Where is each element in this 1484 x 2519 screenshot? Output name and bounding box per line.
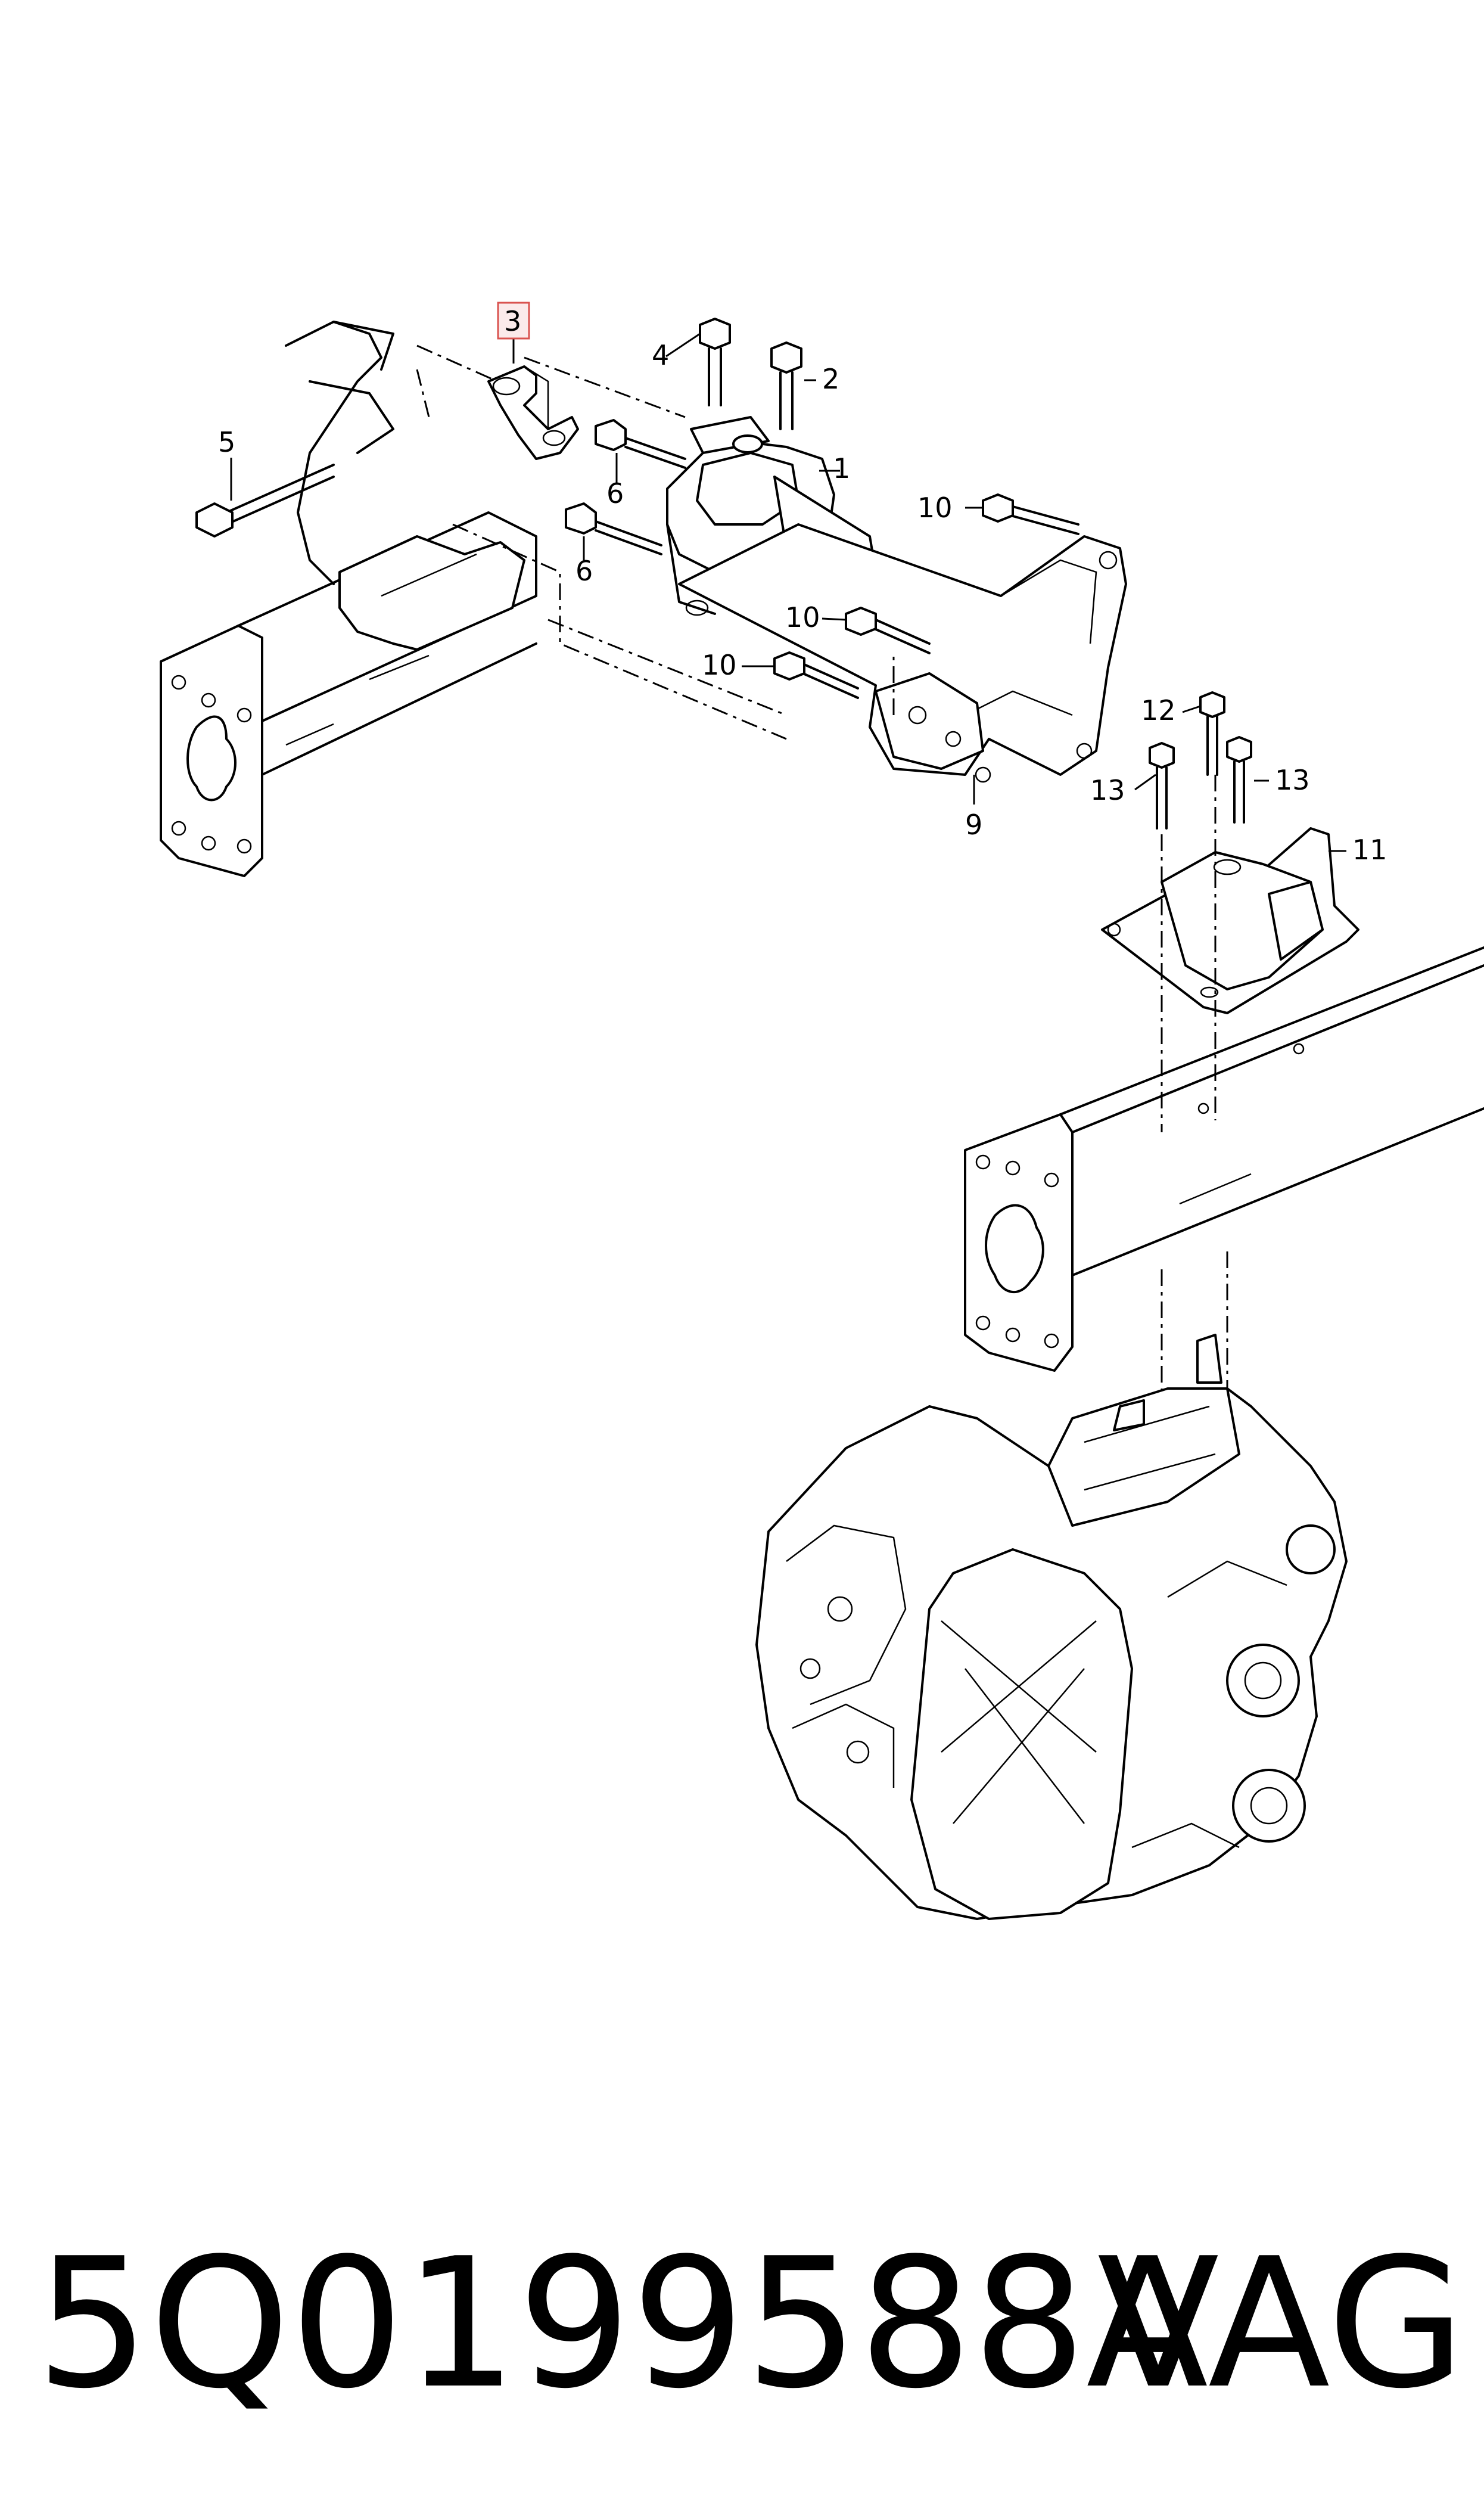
callout-2[interactable]: 2 xyxy=(822,363,839,395)
right-crossmember xyxy=(964,946,1484,1372)
left-chassis-member xyxy=(160,321,537,877)
bolt-6-lower xyxy=(565,502,662,555)
bolt-10-bottom xyxy=(773,651,859,699)
callout-5[interactable]: 5 xyxy=(218,426,235,458)
callout-10-bottom[interactable]: 10 xyxy=(702,649,737,681)
callout-11[interactable]: 11 xyxy=(1352,834,1387,866)
callout-12[interactable]: 12 xyxy=(1141,694,1176,726)
bolt-12 xyxy=(1199,691,1225,776)
bolt-13-right xyxy=(1226,736,1252,824)
bolt-13-left xyxy=(1149,742,1175,830)
bolt-10-middle xyxy=(845,607,931,654)
callout-1[interactable]: 1 xyxy=(833,452,850,484)
bolt-6-upper xyxy=(595,419,686,469)
callout-3[interactable]: 3 xyxy=(504,305,521,337)
callout-13-left[interactable]: 13 xyxy=(1090,774,1125,806)
callout-6-upper[interactable]: 6 xyxy=(606,477,624,510)
bolt-10-top xyxy=(982,493,1079,535)
bolt-5 xyxy=(195,464,335,538)
bracket-part-9 xyxy=(678,523,1127,783)
gearbox-assembly xyxy=(755,1334,1348,1920)
callout-10-top[interactable]: 10 xyxy=(917,492,953,524)
callout-4[interactable]: 4 xyxy=(652,339,669,371)
callout-13-right[interactable]: 13 xyxy=(1275,764,1310,796)
callout-9[interactable]: 9 xyxy=(965,809,982,841)
bolt-2 xyxy=(770,341,802,430)
brand-label: VAG xyxy=(1097,2220,1466,2428)
part-number: 5Q0199588A xyxy=(36,2220,1209,2428)
bracket-part-3 xyxy=(487,365,579,460)
highlight-box-part-3 xyxy=(497,302,530,340)
callout-6-lower[interactable]: 6 xyxy=(575,555,593,587)
bolt-4 xyxy=(699,318,731,406)
gearbox-mount-part-11 xyxy=(1101,827,1359,1014)
footer: 5Q0199588A VAG xyxy=(36,2217,1466,2431)
callout-10-middle[interactable]: 10 xyxy=(785,601,820,633)
exploded-parts-diagram: 3 4 2 5 1 6 6 10 10 10 12 13 13 9 11 xyxy=(160,302,1484,1920)
